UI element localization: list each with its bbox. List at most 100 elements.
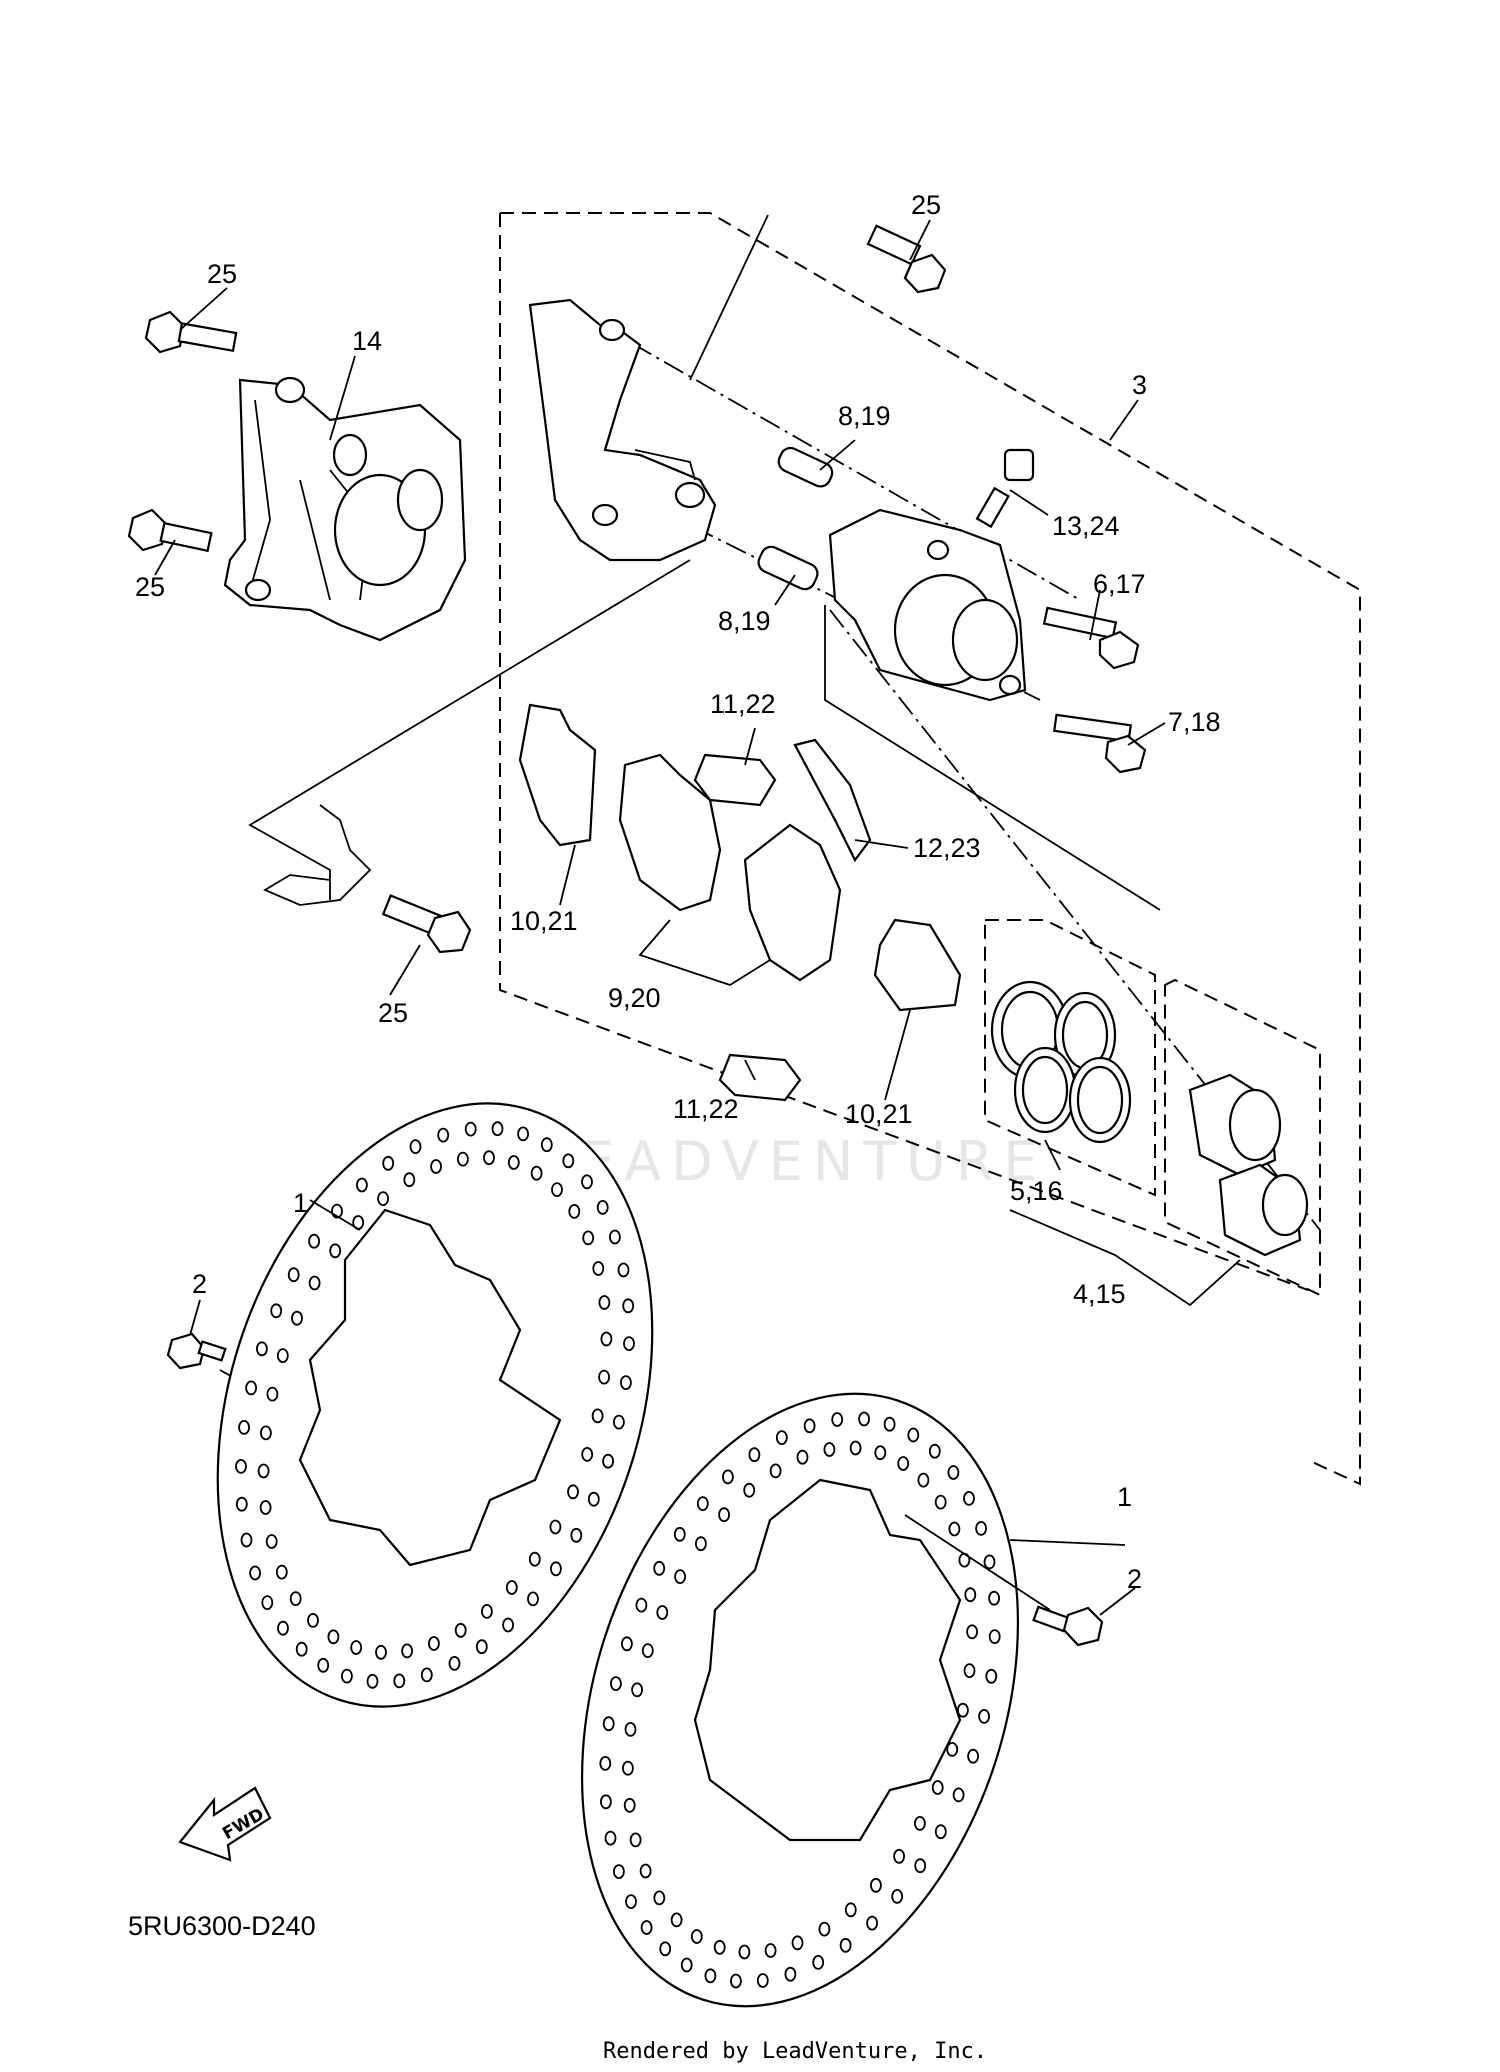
disc-hole (796, 1449, 809, 1465)
pad-clip-11-22-bottom (718, 1053, 802, 1102)
label-2-right: 2 (1127, 1564, 1142, 1594)
pad-shim-10-21-left (518, 703, 597, 847)
disc-hole (641, 1643, 654, 1658)
disc-hole (266, 1386, 279, 1402)
disc-hole (893, 1848, 905, 1864)
disc-hole (613, 1414, 625, 1430)
disc-hole (623, 1797, 636, 1813)
bleed-screw-13-24 (975, 448, 1035, 529)
disc-hole (622, 1760, 634, 1776)
disc-hole (276, 1348, 289, 1363)
label-2-left: 2 (192, 1269, 207, 1299)
disc-hole (507, 1155, 520, 1170)
disc-hole (350, 1640, 363, 1655)
label-7-18: 7,18 (1168, 707, 1221, 737)
label-14: 14 (352, 326, 382, 356)
disc-hole (874, 1445, 887, 1461)
disc-hole (291, 1310, 303, 1326)
disc-hole (967, 1748, 979, 1764)
disc-hole (784, 1966, 797, 1982)
label-11-22-top: 11,22 (710, 689, 776, 719)
piston-kit-4-15 (1188, 1073, 1309, 1257)
fwd-arrow-icon: FWD (178, 1786, 272, 1862)
disc-hole (600, 1794, 612, 1810)
brake-disc-left (216, 1102, 654, 1708)
assembly-boundary-outline (499, 212, 1361, 1486)
disc-hole (355, 1177, 368, 1193)
disc-hole (437, 1127, 450, 1143)
disc-hole (567, 1484, 579, 1500)
bolt-25-clip (381, 894, 472, 954)
boot-8-19-top (777, 446, 834, 488)
disc-hole (401, 1643, 414, 1659)
disc-hole (775, 1430, 788, 1445)
disc-hole (722, 1469, 734, 1485)
top-bolt-connection-line (689, 214, 769, 381)
disc-hole (897, 1456, 910, 1471)
disc-hole (596, 1200, 609, 1215)
disc-hole (249, 1565, 262, 1581)
disc-hole (639, 1863, 652, 1879)
disc-hole (505, 1580, 518, 1595)
disc-hole (464, 1121, 477, 1137)
disc-hole (240, 1532, 253, 1548)
seal-kit-5-16 (990, 980, 1132, 1144)
disc-hole (600, 1331, 613, 1347)
disc-hole (659, 1941, 672, 1957)
disc-hole (695, 1536, 707, 1552)
brake-pad-9-20-right (743, 823, 842, 982)
pad-spring-12-23 (793, 738, 872, 863)
disc-hole (568, 1204, 581, 1219)
disc-hole (738, 1944, 751, 1960)
disc-screw-2-right (1032, 1605, 1104, 1647)
piston-kit-box (1164, 978, 1321, 1297)
disc-hole (265, 1534, 278, 1549)
disc-hole (696, 1496, 709, 1511)
disc-hole (331, 1203, 343, 1219)
disc-hole (602, 1453, 614, 1469)
disc-hole (528, 1551, 541, 1567)
brake-disc-right (580, 1392, 1020, 2008)
disc-hole (866, 1915, 878, 1931)
disc-hole (934, 1494, 947, 1510)
disc-hole (928, 1443, 941, 1459)
disc-hole (613, 1864, 625, 1879)
disc-hole (656, 1605, 669, 1620)
disc-hole (377, 1191, 390, 1206)
disc-hole (308, 1233, 321, 1249)
pad-group-bracket (638, 919, 771, 986)
pad-shim-10-21-right (873, 918, 962, 1012)
disc-hole (598, 1369, 610, 1385)
disc-hole (748, 1447, 761, 1463)
disc-hole (635, 1597, 648, 1613)
label-10-21-left: 10,21 (510, 906, 578, 936)
disc-hole (764, 1943, 777, 1958)
bolt-25-left-bottom (127, 508, 213, 553)
disc-holes-right (599, 1411, 1001, 1989)
disc-hole (680, 1957, 693, 1973)
disc-hole (946, 1742, 959, 1757)
disc-hole (957, 1702, 969, 1718)
disc-holes-left (235, 1121, 635, 1689)
caliper-bracket (528, 298, 717, 562)
disc-hole (620, 1375, 632, 1390)
watermark-text: LEADVENTURE (540, 1130, 1047, 1193)
disc-hole (713, 1939, 726, 1955)
disc-hole (259, 1500, 272, 1515)
caliper-connection-line (824, 605, 1161, 911)
disc-hole (756, 1973, 769, 1988)
label-8-19-bottom: 8,19 (718, 606, 771, 636)
label-25-left-bottom: 25 (135, 572, 165, 602)
leader-lines (154, 219, 1166, 1616)
disc-screw-connection-line (904, 1514, 1051, 1611)
disc-hole (517, 1126, 529, 1142)
retaining-clip (263, 804, 372, 906)
disc-screw-2-left (166, 1332, 227, 1370)
disc-hole (430, 1159, 443, 1174)
disc-hole (631, 1682, 643, 1698)
disc-hole (812, 1955, 825, 1970)
disc-hole (329, 1243, 342, 1259)
label-4-15: 4,15 (1073, 1279, 1126, 1309)
disc-hole (382, 1155, 395, 1171)
disc-hole (964, 1587, 977, 1603)
